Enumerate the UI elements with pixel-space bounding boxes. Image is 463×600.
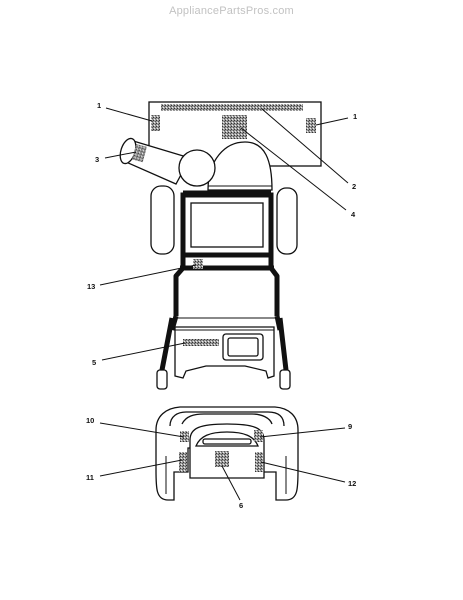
callout-9: 9 bbox=[348, 422, 352, 431]
callout-10: 10 bbox=[86, 416, 94, 425]
decal-4 bbox=[222, 115, 247, 139]
callout-labels: 1 1 2 3 4 13 5 10 9 11 12 6 bbox=[86, 101, 357, 510]
callout-3: 3 bbox=[95, 155, 99, 164]
callout-2: 2 bbox=[352, 182, 356, 191]
callout-1-left: 1 bbox=[97, 101, 101, 110]
callout-13: 13 bbox=[87, 282, 95, 291]
decal-6 bbox=[215, 451, 229, 467]
watermark: AppliancePartsPros.com bbox=[169, 5, 294, 17]
leader-lines bbox=[99, 107, 349, 501]
decal-1-right bbox=[306, 118, 316, 133]
callout-5: 5 bbox=[92, 358, 96, 367]
decal-1-left bbox=[151, 115, 160, 131]
callout-1-right: 1 bbox=[353, 112, 357, 121]
decal-9 bbox=[254, 430, 263, 442]
decal-2-strip bbox=[161, 104, 303, 111]
decal-10 bbox=[180, 431, 189, 442]
decal-3 bbox=[132, 143, 147, 163]
discharge-chute bbox=[119, 137, 216, 187]
left-wheel bbox=[150, 185, 175, 255]
callout-12: 12 bbox=[348, 479, 356, 488]
lower-assembly bbox=[155, 406, 299, 501]
upper-assembly bbox=[119, 101, 322, 390]
decal-12 bbox=[255, 452, 263, 472]
callout-6: 6 bbox=[239, 501, 243, 510]
callout-4: 4 bbox=[351, 210, 356, 219]
decal-13 bbox=[193, 259, 203, 269]
callout-11: 11 bbox=[86, 473, 94, 482]
right-wheel bbox=[276, 187, 298, 255]
decal-5 bbox=[183, 339, 219, 346]
decal-11 bbox=[179, 452, 187, 472]
